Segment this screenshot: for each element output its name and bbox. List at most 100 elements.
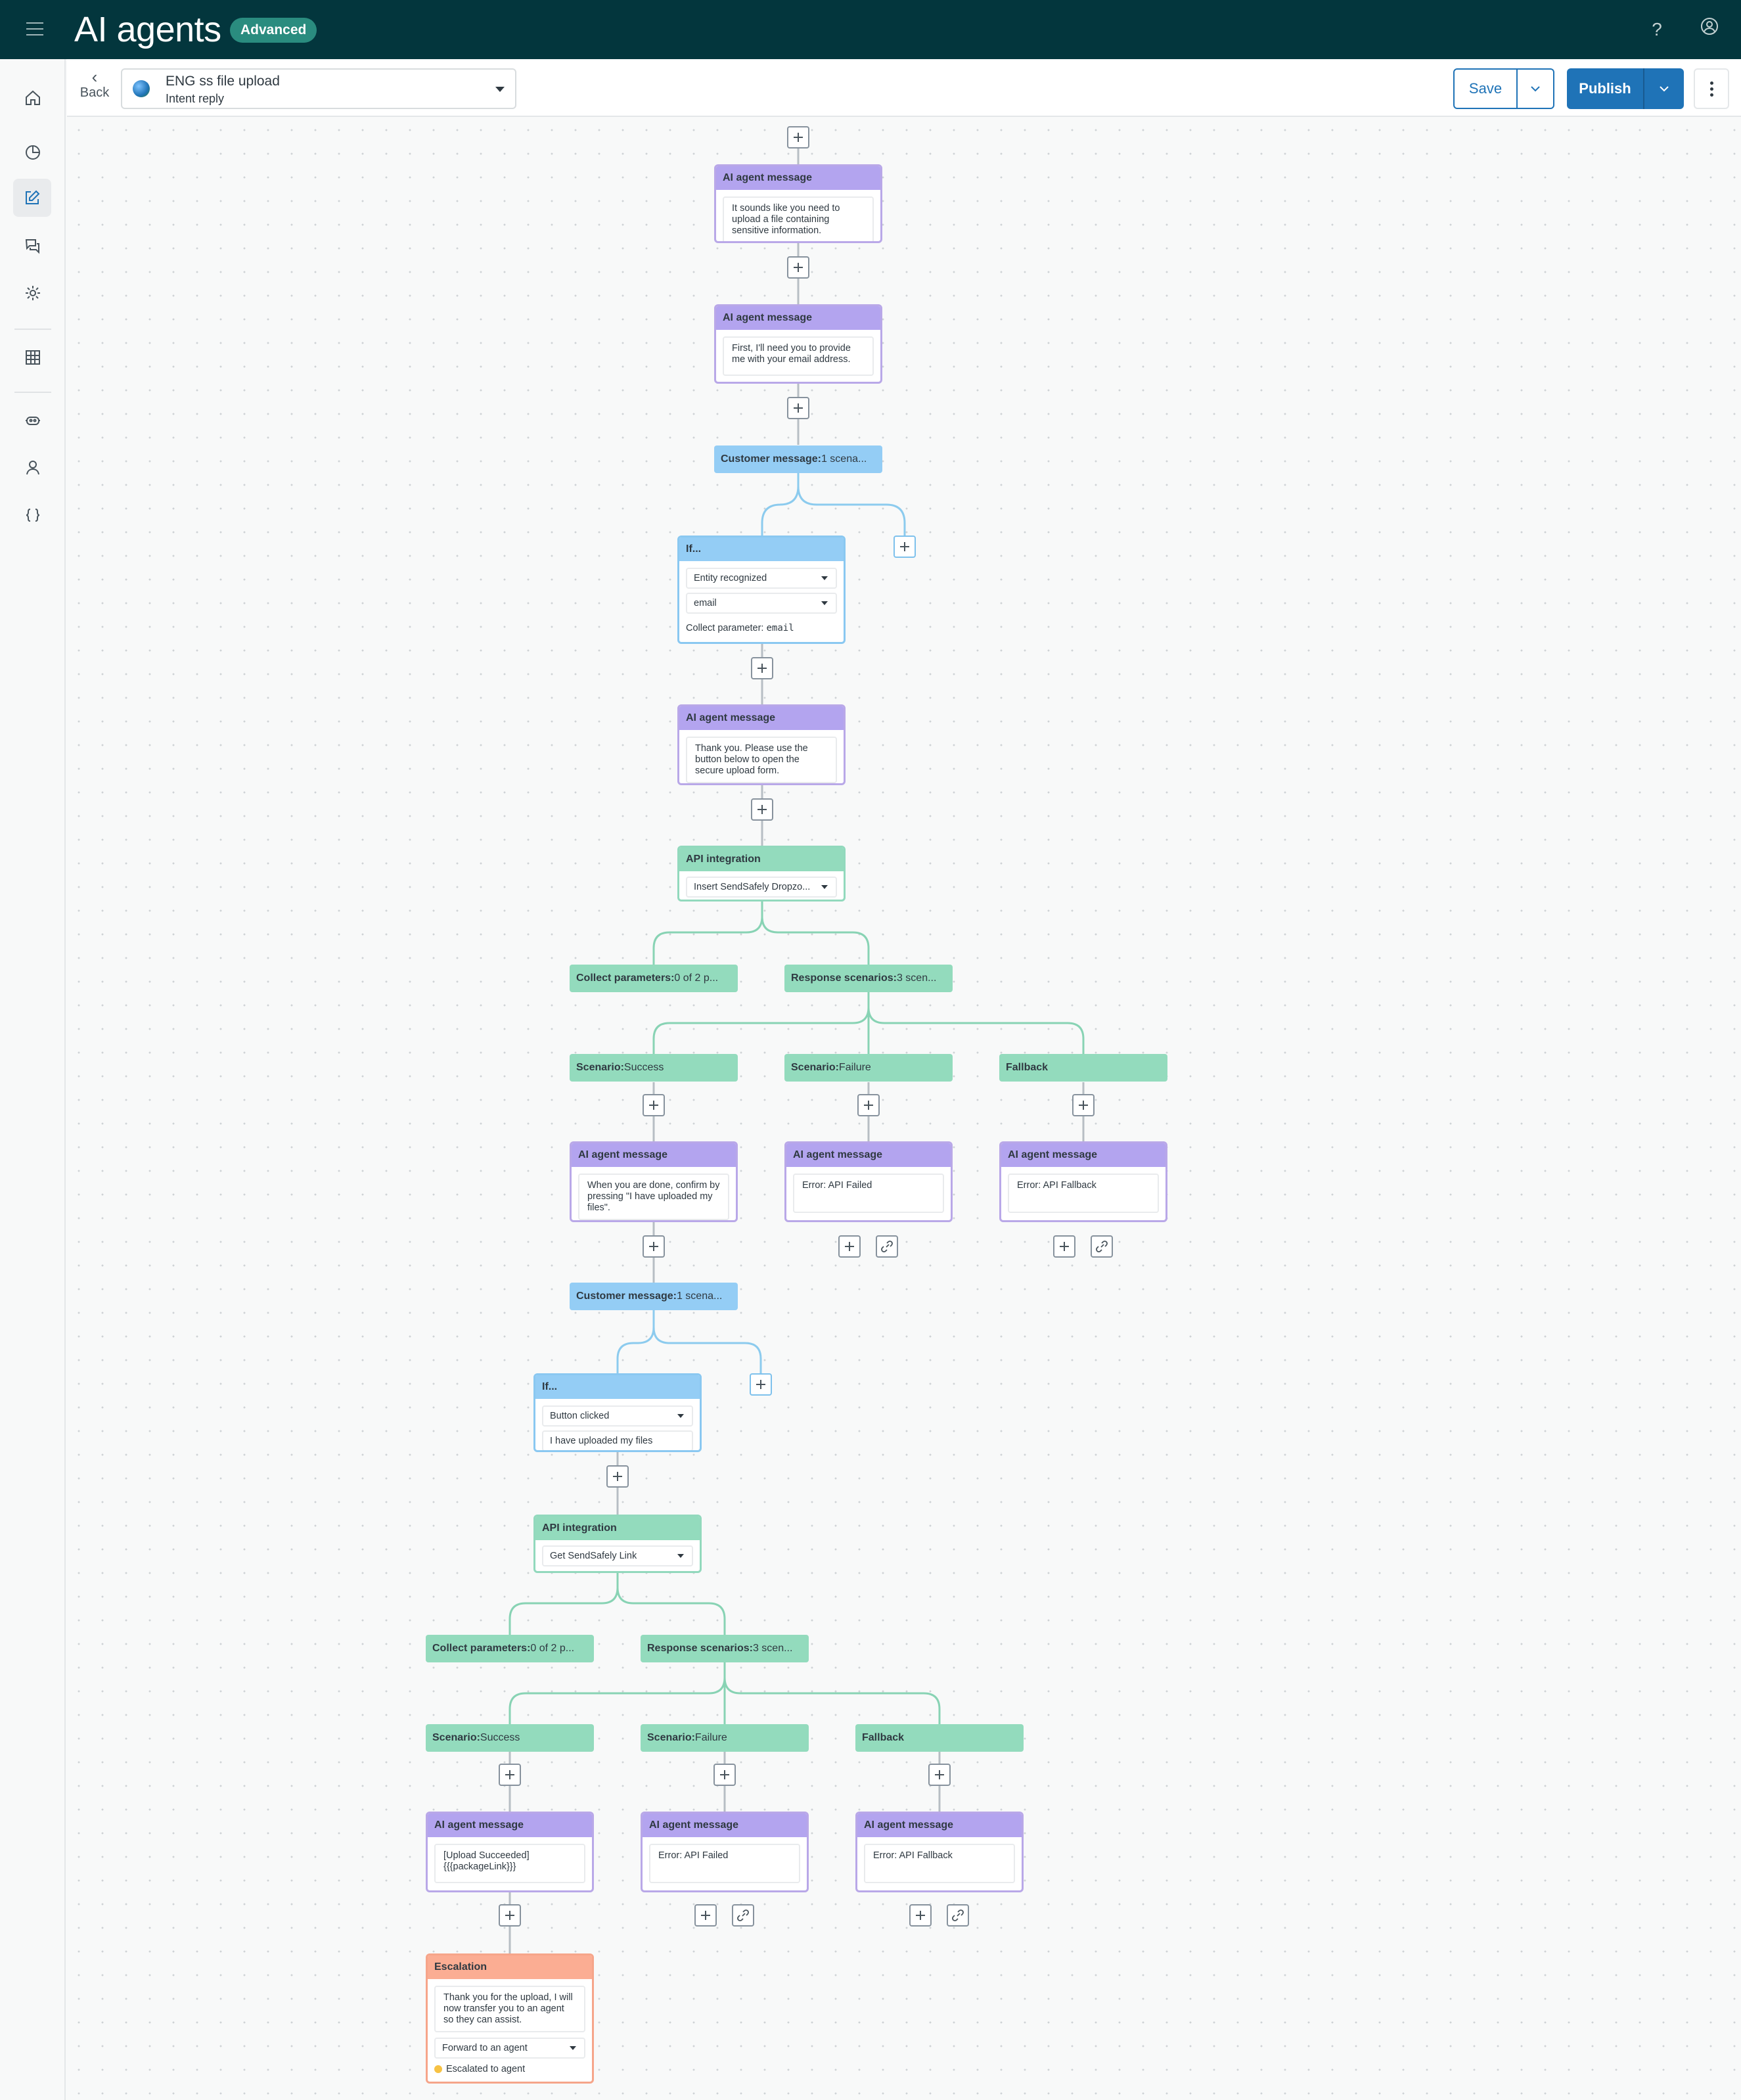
if-condition-node[interactable]: If... Entity recognized email Collect pa… bbox=[677, 536, 846, 644]
settings-gear-icon[interactable] bbox=[18, 279, 47, 308]
add-scenario-button[interactable] bbox=[893, 536, 916, 558]
add-step-button[interactable] bbox=[643, 1235, 665, 1258]
message-text[interactable]: [Upload Succeeded] {{{packageLink}}} bbox=[434, 1844, 585, 1883]
add-scenario-button[interactable] bbox=[750, 1373, 772, 1396]
scenario-failure-node[interactable]: Scenario:Failure bbox=[784, 1054, 953, 1082]
analytics-pie-icon[interactable] bbox=[18, 138, 47, 167]
add-step-button[interactable] bbox=[857, 1094, 880, 1116]
add-step-button[interactable] bbox=[787, 126, 809, 148]
response-scenarios-node[interactable]: Response scenarios:3 scen... bbox=[784, 965, 953, 992]
message-text[interactable]: First, I'll need you to provide me with … bbox=[723, 336, 874, 376]
link-step-button[interactable] bbox=[732, 1904, 754, 1927]
add-step-button[interactable] bbox=[713, 1764, 736, 1786]
user-profile-icon[interactable] bbox=[1696, 16, 1723, 43]
caret-down-icon bbox=[821, 885, 828, 889]
save-button[interactable]: Save bbox=[1455, 70, 1518, 108]
plus-icon bbox=[1079, 1101, 1088, 1110]
plus-icon bbox=[900, 542, 909, 551]
add-step-button[interactable] bbox=[751, 657, 773, 679]
message-text[interactable]: It sounds like you need to upload a file… bbox=[723, 196, 874, 241]
add-step-button[interactable] bbox=[787, 397, 809, 419]
hamburger-menu-icon[interactable] bbox=[26, 18, 43, 37]
customer-message-node[interactable]: Customer message:1 scena... bbox=[570, 1283, 738, 1310]
save-options-button[interactable] bbox=[1518, 70, 1553, 108]
chevron-left-icon: ‹ bbox=[91, 67, 98, 87]
message-text[interactable]: When you are done, confirm by pressing "… bbox=[578, 1174, 729, 1220]
link-step-button[interactable] bbox=[876, 1235, 898, 1258]
ai-agent-message-node[interactable]: AI agent message Error: API Fallback bbox=[999, 1141, 1167, 1222]
add-step-button[interactable] bbox=[643, 1094, 665, 1116]
link-step-button[interactable] bbox=[947, 1904, 969, 1927]
add-step-button[interactable] bbox=[1053, 1235, 1075, 1258]
publish-options-button[interactable] bbox=[1644, 68, 1684, 109]
message-text[interactable]: Error: API Failed bbox=[793, 1174, 944, 1213]
add-step-button[interactable] bbox=[606, 1465, 629, 1488]
ai-agent-message-node[interactable]: AI agent message It sounds like you need… bbox=[714, 164, 882, 243]
message-text[interactable]: Error: API Fallback bbox=[864, 1844, 1015, 1883]
back-button[interactable]: ‹ Back bbox=[75, 68, 114, 108]
status-dot-icon bbox=[434, 2065, 442, 2073]
bot-icon[interactable] bbox=[18, 406, 47, 435]
conversations-icon[interactable] bbox=[18, 231, 47, 260]
escalation-node[interactable]: Escalation Thank you for the upload, I w… bbox=[426, 1953, 594, 2084]
person-icon[interactable] bbox=[18, 453, 47, 482]
add-step-button[interactable] bbox=[1072, 1094, 1095, 1116]
scenario-success-node[interactable]: Scenario:Success bbox=[570, 1054, 738, 1082]
api-integration-node[interactable]: API integration Insert SendSafely Dropzo… bbox=[677, 846, 846, 902]
button-text-field[interactable]: I have uploaded my files bbox=[542, 1430, 693, 1450]
add-step-button[interactable] bbox=[838, 1235, 861, 1258]
add-step-button[interactable] bbox=[909, 1904, 932, 1927]
scenario-success-node[interactable]: Scenario:Success bbox=[426, 1724, 594, 1752]
add-step-button[interactable] bbox=[499, 1904, 521, 1927]
add-step-button[interactable] bbox=[751, 798, 773, 821]
help-icon[interactable]: ? bbox=[1652, 19, 1662, 39]
condition-type-select[interactable]: Button clicked bbox=[542, 1405, 693, 1427]
api-integration-node[interactable]: API integration Get SendSafely Link bbox=[533, 1515, 702, 1573]
ai-agent-message-node[interactable]: AI agent message First, I'll need you to… bbox=[714, 304, 882, 384]
plus-icon bbox=[864, 1101, 873, 1110]
flow-canvas[interactable] bbox=[67, 118, 1741, 2100]
if-condition-node[interactable]: If... Button clicked I have uploaded my … bbox=[533, 1373, 702, 1452]
ai-agent-message-node[interactable]: AI agent message Error: API Failed bbox=[784, 1141, 953, 1222]
intent-selector[interactable]: ENG ss file upload Intent reply bbox=[121, 68, 516, 109]
link-icon bbox=[952, 1909, 964, 1921]
ai-agent-message-node[interactable]: AI agent message When you are done, conf… bbox=[570, 1141, 738, 1222]
escalation-message-text[interactable]: Thank you for the upload, I will now tra… bbox=[434, 1986, 585, 2032]
api-select[interactable]: Insert SendSafely Dropzo... bbox=[686, 877, 837, 898]
add-step-button[interactable] bbox=[694, 1904, 717, 1927]
edit-icon[interactable] bbox=[13, 179, 51, 217]
ai-agent-message-node[interactable]: AI agent message Error: API Fallback bbox=[855, 1812, 1024, 1892]
ai-agent-message-node[interactable]: AI agent message [Upload Succeeded] {{{p… bbox=[426, 1812, 594, 1892]
plus-icon bbox=[845, 1242, 854, 1251]
scenario-fallback-node[interactable]: Fallback bbox=[855, 1724, 1024, 1752]
publish-button[interactable]: Publish bbox=[1567, 68, 1644, 109]
link-step-button[interactable] bbox=[1091, 1235, 1113, 1258]
escalation-action-select[interactable]: Forward to an agent bbox=[434, 2038, 585, 2059]
message-text[interactable]: Error: API Failed bbox=[649, 1844, 800, 1883]
code-braces-icon[interactable] bbox=[18, 501, 47, 530]
add-step-button[interactable] bbox=[928, 1764, 951, 1786]
node-title: AI agent message bbox=[428, 1814, 592, 1837]
scenario-fallback-node[interactable]: Fallback bbox=[999, 1054, 1167, 1082]
message-text[interactable]: Error: API Fallback bbox=[1008, 1174, 1159, 1213]
table-grid-icon[interactable] bbox=[18, 343, 47, 372]
ai-agent-message-node[interactable]: AI agent message Thank you. Please use t… bbox=[677, 704, 846, 785]
collect-parameters-node[interactable]: Collect parameters:0 of 2 p... bbox=[426, 1635, 594, 1662]
ai-agent-message-node[interactable]: AI agent message Error: API Failed bbox=[641, 1812, 809, 1892]
entity-select[interactable]: email bbox=[686, 593, 837, 614]
plus-icon bbox=[505, 1911, 514, 1920]
condition-type-select[interactable]: Entity recognized bbox=[686, 568, 837, 589]
add-step-button[interactable] bbox=[787, 256, 809, 279]
more-options-button[interactable] bbox=[1694, 68, 1729, 109]
top-bar: AI agents Advanced ? bbox=[0, 0, 1741, 59]
add-step-button[interactable] bbox=[499, 1764, 521, 1786]
message-text[interactable]: Thank you. Please use the button below t… bbox=[686, 737, 837, 783]
response-scenarios-node[interactable]: Response scenarios:3 scen... bbox=[641, 1635, 809, 1662]
collect-parameters-node[interactable]: Collect parameters:0 of 2 p... bbox=[570, 965, 738, 992]
customer-message-node[interactable]: Customer message:1 scena... bbox=[714, 445, 882, 473]
plus-icon bbox=[794, 263, 803, 272]
api-select[interactable]: Get SendSafely Link bbox=[542, 1545, 693, 1566]
scenario-failure-node[interactable]: Scenario:Failure bbox=[641, 1724, 809, 1752]
caret-down-icon bbox=[821, 576, 828, 580]
home-icon[interactable] bbox=[18, 83, 47, 112]
